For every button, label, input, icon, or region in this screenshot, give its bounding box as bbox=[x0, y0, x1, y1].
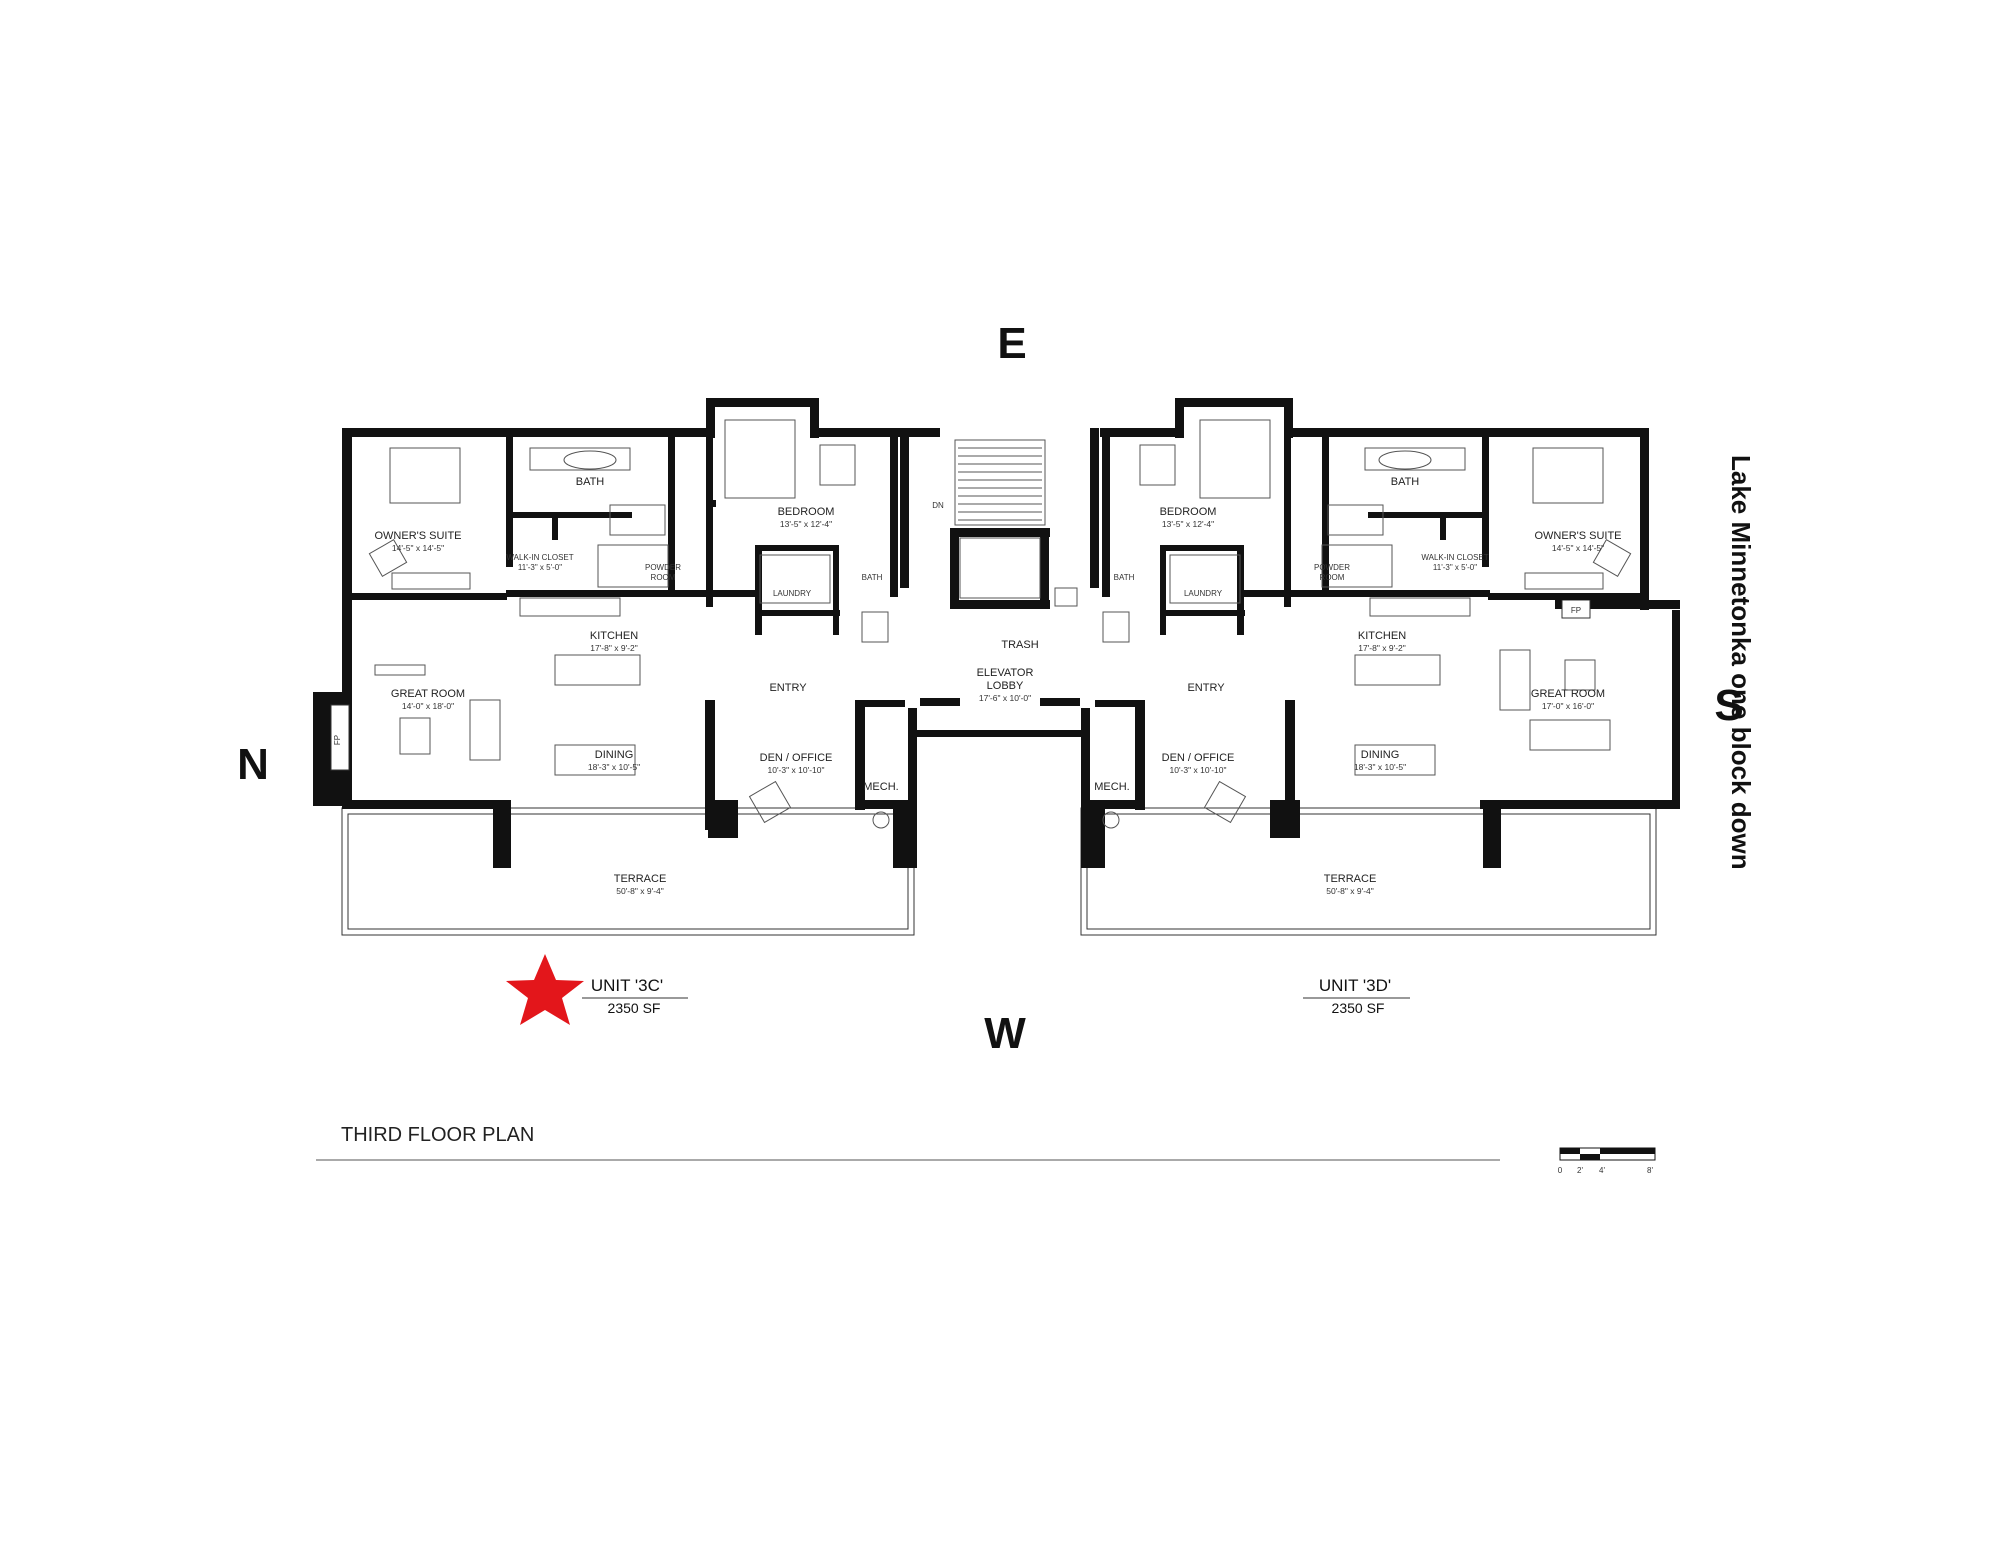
svg-text:2350 SF: 2350 SF bbox=[608, 1000, 661, 1016]
fireplace-3c bbox=[330, 704, 350, 771]
svg-text:17'-0" x 16'-0": 17'-0" x 16'-0" bbox=[1542, 701, 1594, 711]
room-labels-3d: OWNER'S SUITE 14'-5" x 14'-5" BATH WALK-… bbox=[1094, 476, 1621, 896]
svg-text:18'-3" x 10'-5": 18'-3" x 10'-5" bbox=[588, 762, 640, 772]
svg-text:UNIT '3C': UNIT '3C' bbox=[591, 976, 663, 995]
svg-text:DINING: DINING bbox=[1361, 749, 1400, 761]
walls-3d bbox=[950, 398, 1680, 868]
unit-caption-3d: UNIT '3D' 2350 SF bbox=[1303, 976, 1410, 1016]
svg-text:50'-8" x 9'-4": 50'-8" x 9'-4" bbox=[1326, 886, 1374, 896]
svg-text:DN: DN bbox=[932, 501, 944, 510]
svg-text:13'-5" x 12'-4": 13'-5" x 12'-4" bbox=[780, 519, 832, 529]
svg-text:LOBBY: LOBBY bbox=[987, 680, 1024, 692]
svg-text:50'-8" x 9'-4": 50'-8" x 9'-4" bbox=[616, 886, 664, 896]
terrace-outline-3d bbox=[1080, 807, 1657, 936]
svg-text:BATH: BATH bbox=[1114, 573, 1135, 582]
svg-text:ROOM: ROOM bbox=[651, 573, 676, 582]
svg-text:POWDER: POWDER bbox=[645, 563, 681, 572]
svg-text:DINING: DINING bbox=[595, 749, 634, 761]
svg-text:GREAT ROOM: GREAT ROOM bbox=[391, 688, 465, 700]
svg-text:11'-3" x 5'-0": 11'-3" x 5'-0" bbox=[518, 563, 562, 572]
svg-text:BATH: BATH bbox=[576, 476, 605, 488]
svg-text:14'-5" x 14'-5": 14'-5" x 14'-5" bbox=[1552, 543, 1604, 553]
svg-text:FP: FP bbox=[1571, 606, 1581, 615]
walls-3c bbox=[313, 398, 1048, 868]
svg-text:BEDROOM: BEDROOM bbox=[778, 506, 835, 518]
svg-text:TERRACE: TERRACE bbox=[614, 873, 667, 885]
svg-text:2350 SF: 2350 SF bbox=[1332, 1000, 1385, 1016]
fixtures-3c bbox=[368, 419, 890, 829]
svg-text:ENTRY: ENTRY bbox=[769, 682, 807, 694]
svg-text:DEN / OFFICE: DEN / OFFICE bbox=[760, 752, 833, 764]
svg-text:POWDER: POWDER bbox=[1314, 563, 1350, 572]
svg-text:17'-6" x 10'-0": 17'-6" x 10'-0" bbox=[979, 693, 1031, 703]
svg-text:13'-5" x 12'-4": 13'-5" x 12'-4" bbox=[1162, 519, 1214, 529]
terrace-outline-3c bbox=[341, 807, 915, 936]
svg-text:TERRACE: TERRACE bbox=[1324, 873, 1377, 885]
svg-text:14'-0" x 18'-0": 14'-0" x 18'-0" bbox=[402, 701, 454, 711]
svg-text:14'-5" x 14'-5": 14'-5" x 14'-5" bbox=[392, 543, 444, 553]
lobby-label: ELEVATOR bbox=[977, 667, 1034, 679]
svg-text:LAUNDRY: LAUNDRY bbox=[1184, 589, 1223, 598]
star-icon bbox=[506, 954, 584, 1025]
trash-label: TRASH bbox=[1001, 639, 1038, 651]
svg-text:4': 4' bbox=[1599, 1166, 1605, 1175]
svg-text:DEN / OFFICE: DEN / OFFICE bbox=[1162, 752, 1235, 764]
svg-text:17'-8" x 9'-2": 17'-8" x 9'-2" bbox=[1358, 643, 1406, 653]
svg-text:LAUNDRY: LAUNDRY bbox=[773, 589, 812, 598]
compass-west: W bbox=[984, 1009, 1026, 1058]
svg-text:0: 0 bbox=[1558, 1166, 1563, 1175]
compass-east: E bbox=[997, 319, 1026, 368]
svg-text:BEDROOM: BEDROOM bbox=[1160, 506, 1217, 518]
svg-text:MECH.: MECH. bbox=[1094, 781, 1129, 793]
svg-text:BATH: BATH bbox=[862, 573, 883, 582]
svg-text:2': 2' bbox=[1577, 1166, 1583, 1175]
scale-bar: 0 2' 4' 8' bbox=[1558, 1147, 1656, 1175]
svg-text:OWNER'S SUITE: OWNER'S SUITE bbox=[1534, 530, 1621, 542]
svg-text:OWNER'S SUITE: OWNER'S SUITE bbox=[374, 530, 461, 542]
interior-walls-3c bbox=[342, 437, 905, 830]
svg-text:WALK-IN CLOSET: WALK-IN CLOSET bbox=[1421, 553, 1488, 562]
fixtures-3d bbox=[1102, 419, 1632, 829]
svg-text:BATH: BATH bbox=[1391, 476, 1420, 488]
room-labels-3c: OWNER'S SUITE 14'-5" x 14'-5" BATH WALK-… bbox=[374, 476, 898, 896]
plan-title: THIRD FLOOR PLAN bbox=[341, 1124, 534, 1146]
compass-south: S bbox=[1714, 681, 1743, 730]
svg-text:8': 8' bbox=[1647, 1166, 1653, 1175]
svg-text:17'-8" x 9'-2": 17'-8" x 9'-2" bbox=[590, 643, 638, 653]
building-core: DN bbox=[900, 428, 1099, 706]
svg-text:ROOM: ROOM bbox=[1320, 573, 1345, 582]
svg-text:18'-3" x 10'-5": 18'-3" x 10'-5" bbox=[1354, 762, 1406, 772]
svg-text:MECH.: MECH. bbox=[863, 781, 898, 793]
lake-annotation: Lake Minnetonka one block down bbox=[1726, 455, 1756, 870]
svg-text:KITCHEN: KITCHEN bbox=[590, 630, 638, 642]
svg-text:10'-3" x 10'-10": 10'-3" x 10'-10" bbox=[767, 765, 824, 775]
svg-text:WALK-IN CLOSET: WALK-IN CLOSET bbox=[506, 553, 573, 562]
svg-text:GREAT ROOM: GREAT ROOM bbox=[1531, 688, 1605, 700]
unit-caption-3c: UNIT '3C' 2350 SF bbox=[506, 954, 688, 1025]
svg-text:UNIT '3D': UNIT '3D' bbox=[1319, 976, 1391, 995]
svg-text:10'-3" x 10'-10": 10'-3" x 10'-10" bbox=[1169, 765, 1226, 775]
svg-text:ENTRY: ENTRY bbox=[1187, 682, 1225, 694]
compass-north: N bbox=[237, 740, 269, 789]
svg-text:KITCHEN: KITCHEN bbox=[1358, 630, 1406, 642]
svg-text:11'-3" x 5'-0": 11'-3" x 5'-0" bbox=[1433, 563, 1477, 572]
svg-text:FP: FP bbox=[333, 735, 342, 745]
